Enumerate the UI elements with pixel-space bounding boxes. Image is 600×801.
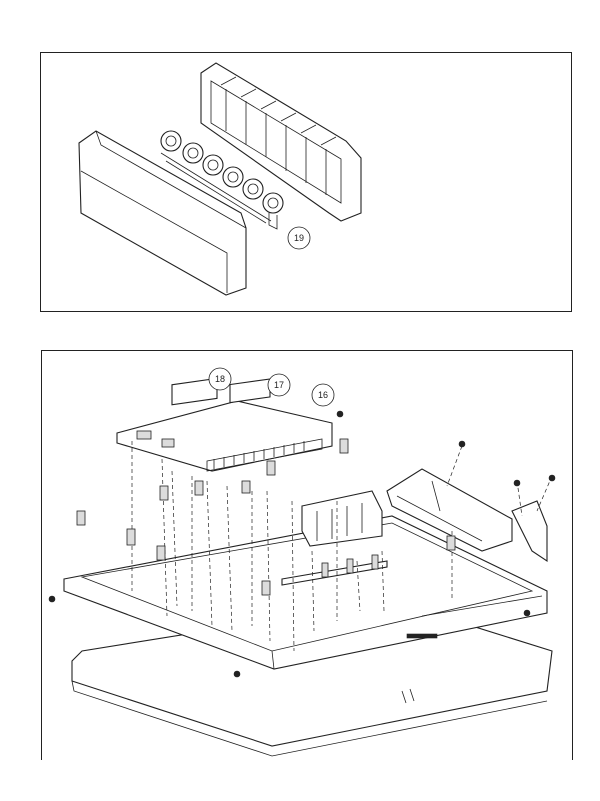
terminal-frame xyxy=(200,62,362,222)
right-bracket xyxy=(386,468,548,563)
callout-16: 16 xyxy=(311,383,335,407)
callout-16-label: 16 xyxy=(318,390,328,400)
din-rail xyxy=(281,554,388,586)
callout-18-label: 18 xyxy=(215,374,225,384)
pcb-board xyxy=(116,377,333,472)
slot-marker xyxy=(406,633,438,639)
callout-19: 19 xyxy=(287,226,311,250)
chassis-tray xyxy=(63,515,548,670)
front-cover xyxy=(78,130,247,296)
callout-17-label: 17 xyxy=(274,380,284,390)
callout-19-label: 19 xyxy=(294,233,304,243)
callout-18: 18 xyxy=(208,367,232,391)
terminal-block-drawing: 19 xyxy=(78,62,362,296)
contactor-block xyxy=(301,490,383,547)
screw-terminals xyxy=(160,130,284,230)
bottom-diagram-panel: 18 17 16 xyxy=(41,350,573,760)
assembly-lines xyxy=(131,441,553,652)
callout-17: 17 xyxy=(267,373,291,397)
chassis-exploded-drawing: 18 17 16 xyxy=(48,367,556,757)
top-diagram-panel: 19 xyxy=(40,52,572,312)
fasteners-and-clips xyxy=(48,410,556,678)
